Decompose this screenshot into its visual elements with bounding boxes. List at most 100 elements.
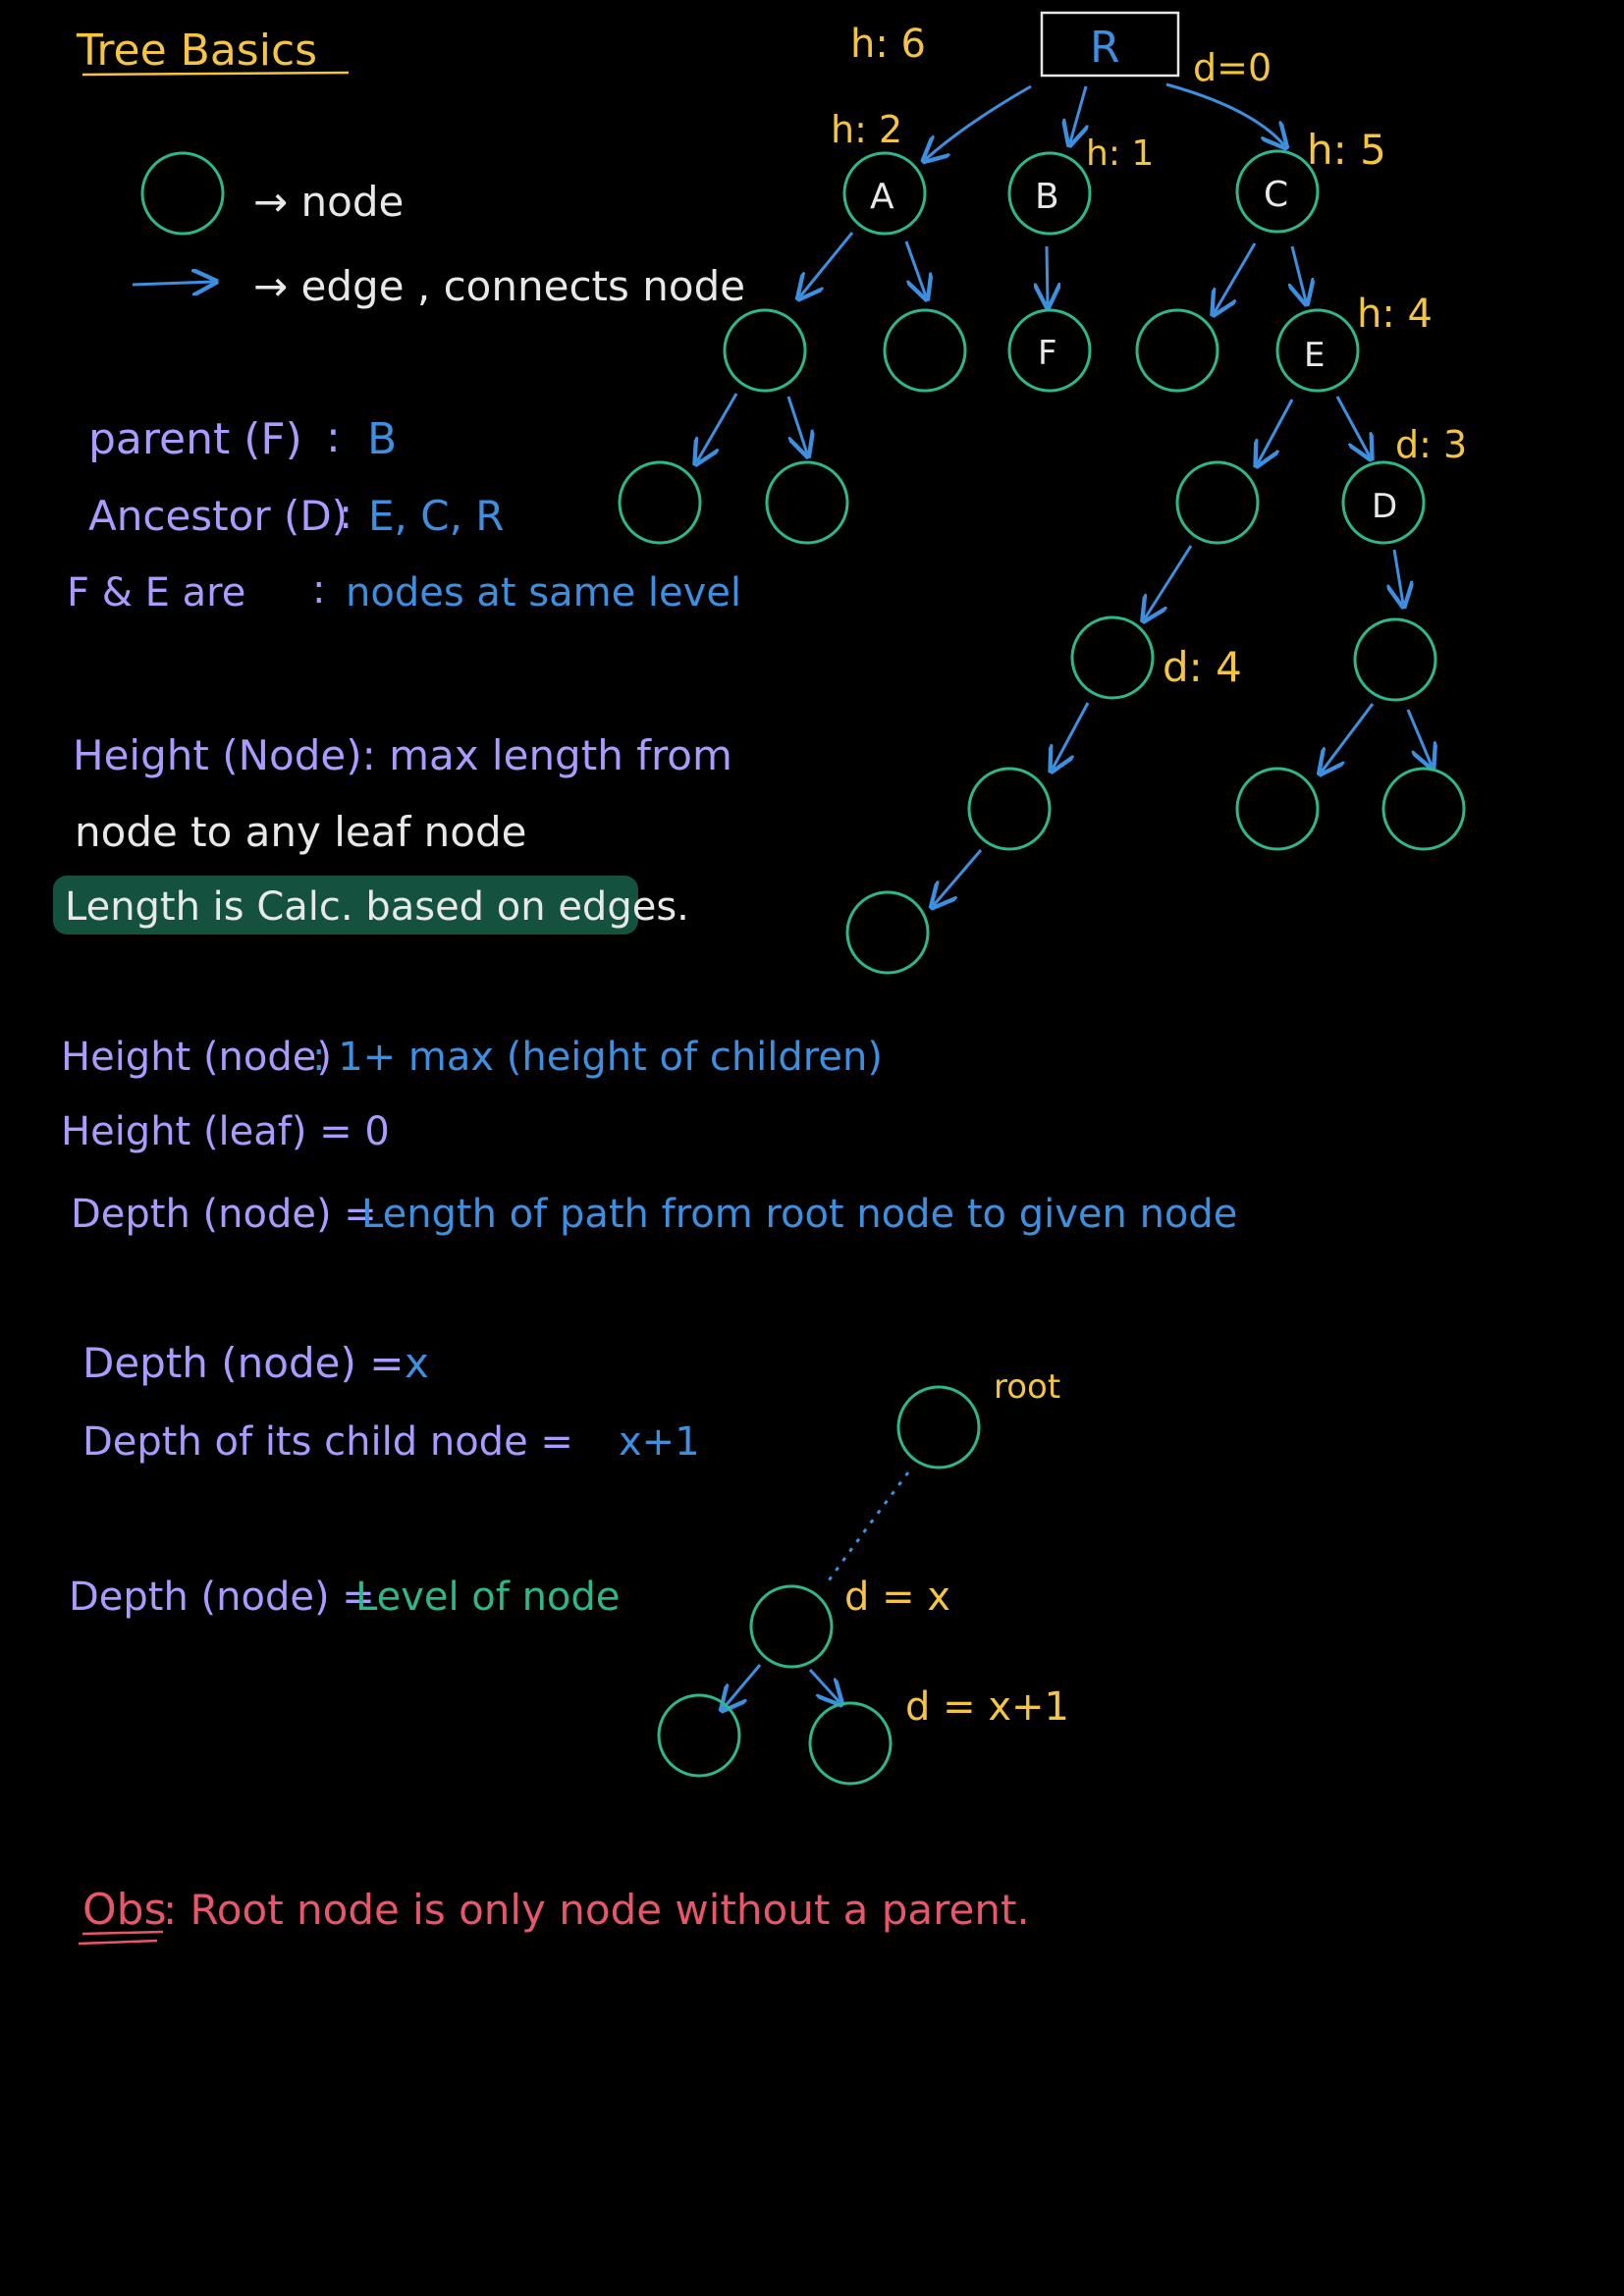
depth-def-right: Length of path from root node to given n…: [361, 1192, 1237, 1237]
depth-root-annot: d=0: [1193, 46, 1272, 89]
node-c-label: C: [1264, 175, 1288, 215]
depth-def-left: Depth (node) =: [71, 1192, 377, 1237]
parent-def-sep: :: [326, 412, 341, 462]
legend-edge-arrow: [132, 282, 213, 285]
node-d: [1341, 460, 1426, 545]
small-root-node: [896, 1385, 981, 1469]
height-c-annot: h: 5: [1307, 126, 1386, 174]
edge-r-a: [926, 84, 1032, 159]
node-e-label: E: [1304, 336, 1325, 375]
node-leaf-1: [618, 460, 702, 545]
node-a-child-2: [883, 308, 967, 393]
root-node-label: R: [1090, 23, 1120, 73]
edge-a-l2: [904, 240, 926, 296]
ancestor-def-value: E, C, R: [368, 492, 504, 540]
height-def-line2: node to any leaf node: [75, 808, 526, 856]
title-underline: [81, 71, 350, 77]
height-formula-left: Height (node): [61, 1035, 332, 1080]
height-note: Length is Calc. based on edges.: [65, 884, 689, 930]
edge-l-n: [1145, 545, 1193, 618]
edge-x-l2: [1406, 709, 1432, 766]
root-node-box: [1040, 11, 1180, 78]
depth-level-left: Depth (node) =: [69, 1575, 375, 1620]
node-a-label: A: [870, 177, 894, 217]
small-child-left: [657, 1693, 741, 1778]
obs-underline-1: [81, 1930, 164, 1936]
tree-edges: [697, 82, 1432, 905]
node-leaf-5: [845, 890, 930, 975]
edge-l1-b: [786, 396, 807, 454]
depth-d-annot: d: 3: [1395, 423, 1467, 466]
node-a: [842, 151, 927, 236]
edge-r-c: [1165, 82, 1284, 145]
node-leaf-3: [1235, 767, 1320, 851]
edge-l1-a: [697, 393, 738, 461]
node-leaf-2: [765, 460, 849, 545]
small-child-right: [808, 1701, 893, 1786]
obs-label: Obs: [82, 1885, 167, 1935]
small-mid-node: [749, 1584, 834, 1669]
height-b-annot: h: 1: [1086, 133, 1154, 174]
depth-child-left: Depth of its child node =: [82, 1419, 573, 1465]
node-d-label: D: [1372, 487, 1397, 526]
edge-b-f: [1047, 245, 1048, 304]
edge-e-d: [1335, 396, 1370, 456]
depth-level-right: Level of node: [355, 1575, 620, 1620]
node-b-label: B: [1035, 177, 1059, 217]
height-e-annot: h: 4: [1357, 292, 1433, 337]
small-depth-x1: d = x+1: [905, 1684, 1069, 1730]
edge-d-l: [1394, 549, 1403, 604]
height-leaf: Height (leaf) = 0: [61, 1109, 390, 1154]
node-b: [1007, 151, 1092, 236]
edge-m-l: [934, 849, 983, 905]
legend-edge-label: → edge , connects node: [253, 262, 745, 310]
same-level-def-left: F & E are: [67, 570, 245, 615]
small-dotted-path: [825, 1471, 910, 1584]
small-edge-left: [724, 1664, 762, 1708]
edge-x-l1: [1322, 703, 1375, 772]
legend-node-label: → node: [253, 178, 404, 226]
edge-n-l: [1053, 702, 1090, 769]
depth-node-annot: d: 4: [1163, 643, 1242, 691]
page-title: Tree Basics: [76, 26, 317, 76]
height-formula-right: : 1+ max (height of children): [312, 1035, 883, 1080]
tree-nodes: [618, 149, 1466, 975]
height-root-annot: h: 6: [850, 22, 926, 67]
node-c: [1235, 149, 1320, 234]
small-root-label: root: [994, 1367, 1060, 1407]
edge-c-l: [1215, 242, 1257, 312]
depth-child-right: x+1: [619, 1419, 700, 1465]
edge-e-l: [1258, 399, 1294, 463]
edge-a-l1: [800, 232, 854, 296]
node-c-child-1: [1135, 308, 1219, 393]
small-tree: [657, 1385, 981, 1786]
same-level-def-value: nodes at same level: [346, 570, 741, 615]
node-depth5: [967, 767, 1052, 851]
ancestor-def-left: Ancestor (D): [88, 492, 348, 540]
small-edge-right: [808, 1668, 839, 1702]
obs-underline-2: [78, 1939, 158, 1946]
obs-text: : Root node is only node without a paren…: [163, 1886, 1030, 1934]
legend-node-circle: [140, 151, 225, 236]
height-note-highlight: [53, 876, 638, 934]
edge-r-b: [1070, 85, 1086, 142]
depth-x-right: x: [405, 1339, 429, 1387]
height-def-line1: Height (Node): max length from: [73, 731, 732, 779]
parent-def-left: parent (F): [88, 414, 302, 464]
node-e: [1275, 308, 1360, 393]
node-leaf-4: [1381, 767, 1466, 851]
node-f: [1007, 308, 1092, 393]
node-d-child: [1353, 617, 1437, 702]
node-depth4: [1070, 615, 1155, 700]
node-e-child-1: [1175, 460, 1260, 545]
parent-def-value: B: [367, 414, 397, 464]
depth-x-left: Depth (node) =: [82, 1339, 404, 1387]
small-depth-x: d = x: [844, 1575, 950, 1620]
edge-c-e: [1292, 245, 1306, 301]
height-a-annot: h: 2: [831, 108, 902, 151]
node-a-child-1: [723, 308, 807, 393]
ancestor-def-sep: :: [339, 490, 352, 538]
same-level-def-sep: :: [312, 567, 325, 613]
node-f-label: F: [1038, 334, 1057, 373]
